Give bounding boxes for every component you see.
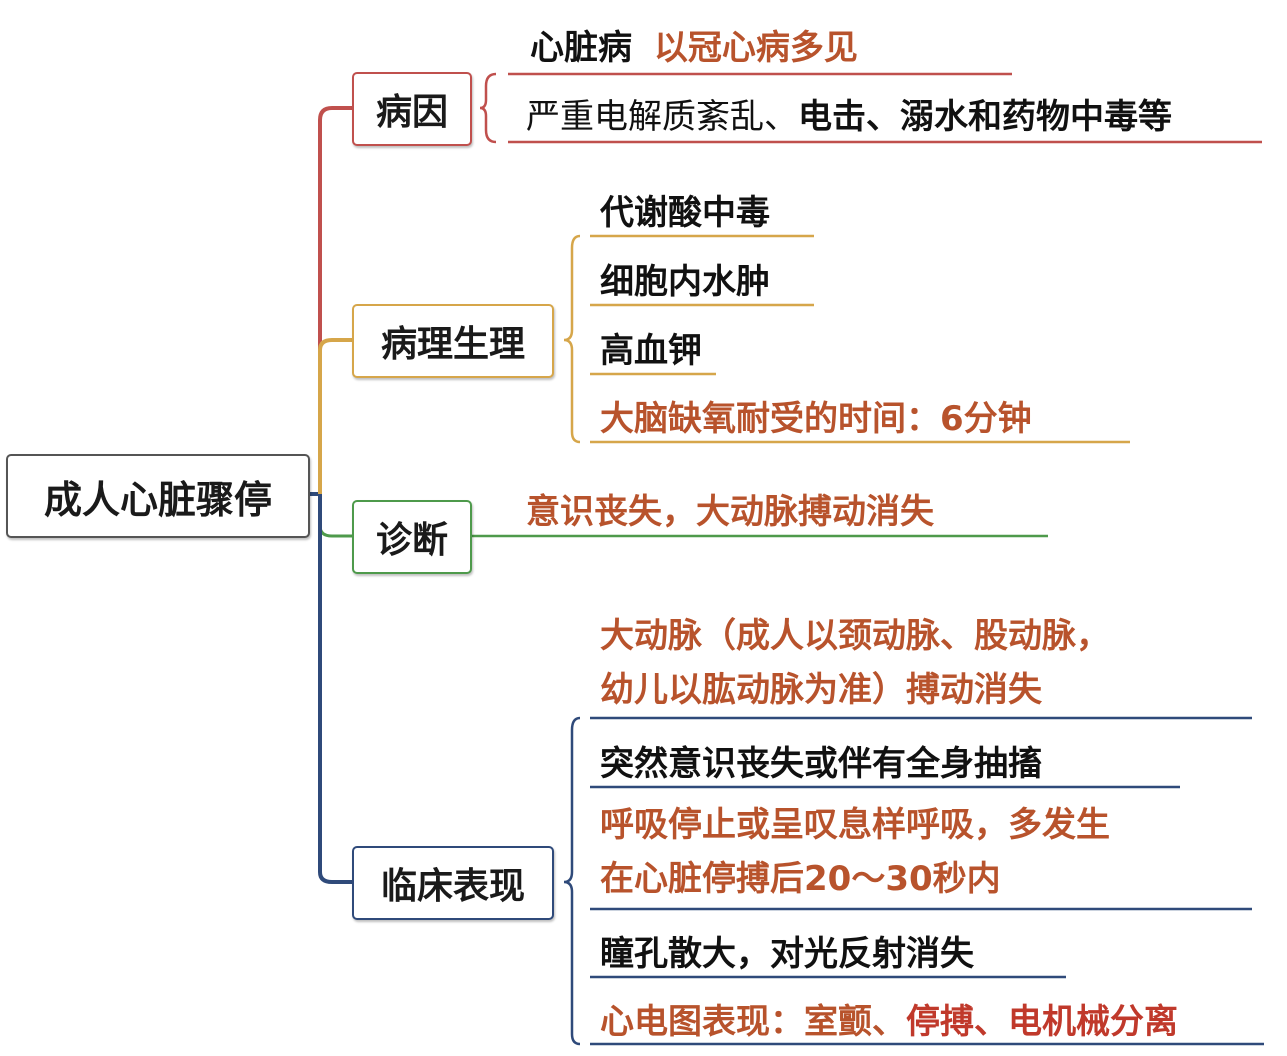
leaf-diagnosis: 意识丧失，大动脉搏动消失 [526,492,934,532]
leaf-ecg: 心电图表现：室颤、停搏、电机械分离 [600,994,1178,1043]
leaf-metabolic-acidosis: 代谢酸中毒 [600,193,770,233]
leaf-respiration: 呼吸停止或呈叹息样呼吸，多发生 在心脏停搏后20～30秒内 [600,798,1110,906]
leaf-cause-heart-disease-label: 心脏病 [530,28,632,68]
leaf-cause-coronary: 以冠心病多见 [653,28,858,68]
leaf-respiration-line1: 呼吸停止或呈叹息样呼吸，多发生 [600,805,1110,845]
leaf-respiration-line2: 在心脏停搏后20～30秒内 [600,859,1001,899]
branch-pathophysiology: 病理生理 [352,304,554,378]
root-node: 成人心脏骤停 [6,454,310,538]
leaf-pupil: 瞳孔散大，对光反射消失 [600,934,974,974]
leaf-cause-other: 严重电解质紊乱、电击、溺水和药物中毒等 [526,89,1172,138]
branch-cause: 病因 [352,72,472,146]
leaf-cause-heart-disease: 心脏病 以冠心病多见 [530,20,858,69]
leaf-sudden-unconscious: 突然意识丧失或伴有全身抽搐 [600,744,1042,784]
leaf-artery-pulse: 大动脉（成人以颈动脉、股动脉， 幼儿以肱动脉为准）搏动消失 [600,609,1110,717]
leaf-artery-pulse-line1: 大动脉（成人以颈动脉、股动脉， [600,616,1110,656]
leaf-ecg-prefix: 心电图表现： [600,1002,804,1042]
leaf-ecg-sep: 、 [872,1002,906,1042]
leaf-hyperkalemia: 高血钾 [600,331,702,371]
leaf-cell-edema: 细胞内水肿 [600,262,770,302]
leaf-cause-electrolyte: 严重电解质紊乱、 [526,97,798,137]
leaf-ecg-arrest: 停搏、电机械分离 [906,1002,1178,1042]
leaf-brain-hypoxia: 大脑缺氧耐受的时间：6分钟 [600,399,1032,439]
branch-clinical: 临床表现 [352,846,554,920]
branch-diagnosis: 诊断 [352,500,472,574]
leaf-artery-pulse-line2: 幼儿以肱动脉为准）搏动消失 [600,670,1042,710]
leaf-cause-shock-drowning: 电击、溺水和药物中毒等 [798,97,1172,137]
leaf-ecg-vf: 室颤 [804,1002,872,1042]
